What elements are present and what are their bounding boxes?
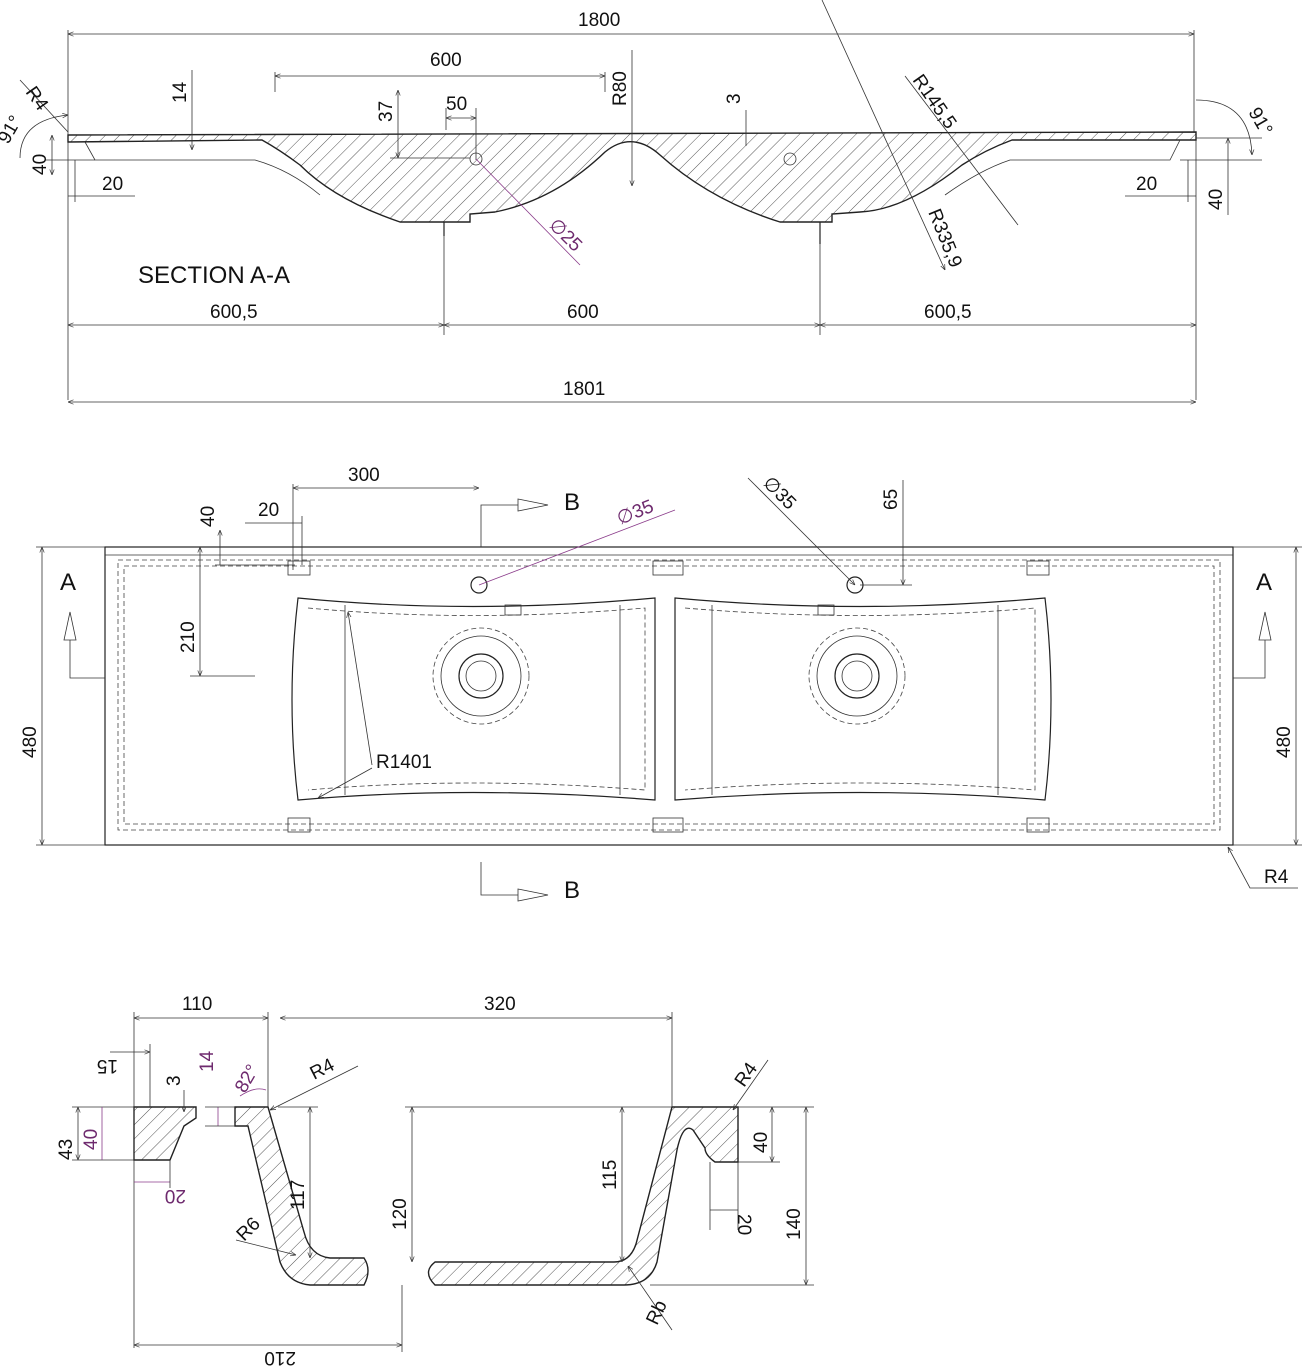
drain-right-outer (808, 627, 906, 725)
countertop-outline (104, 546, 1234, 846)
dim-600-5-right: 600,5 (924, 302, 972, 323)
dim-40-bb-right: 40 (751, 1132, 772, 1153)
dim-43: 43 (56, 1139, 77, 1160)
section-a-a-title: SECTION A-A (138, 262, 290, 289)
dim-82-deg: 82° (231, 1061, 264, 1096)
section-mark-b-bottom: B (564, 877, 580, 904)
dim-480-left: 480 (20, 726, 41, 758)
dim-14-bb: 14 (197, 1050, 218, 1072)
section-mark-b-top: B (564, 489, 580, 516)
dim-20-bb-right: 20 (733, 1214, 754, 1235)
dim-14: 14 (170, 81, 191, 103)
dim-phi-25: ∅25 (544, 215, 585, 256)
dim-15: 15 (97, 1055, 118, 1076)
dim-r335-9: R335,9 (923, 206, 965, 271)
dim-140: 140 (784, 1208, 805, 1240)
drain-left-outer (432, 627, 530, 725)
dim-40-right: 40 (1206, 189, 1227, 210)
dim-20-plan: 20 (258, 500, 279, 521)
dim-phi-35-right: ∅35 (758, 473, 799, 514)
dim-65: 65 (881, 489, 902, 510)
section-b-b-basin (427, 1106, 739, 1286)
dim-480-right: 480 (1274, 726, 1295, 758)
section-a-a-profile (67, 131, 1197, 223)
dim-210-plan: 210 (178, 621, 199, 653)
dim-1801: 1801 (563, 379, 605, 400)
dim-37: 37 (376, 101, 397, 122)
dim-20-bb-left: 20 (165, 1185, 186, 1206)
dim-210-bb: 210 (264, 1347, 296, 1368)
dim-120: 120 (390, 1198, 411, 1230)
section-a-a: 1800 600 R4 91° 40 20 14 37 50 R80 (0, 0, 1276, 402)
basin-right (674, 597, 1052, 801)
dim-40-bb-left: 40 (81, 1129, 102, 1150)
dim-320: 320 (484, 994, 516, 1015)
dim-600-5-left: 600,5 (210, 302, 258, 323)
dim-3-bb: 3 (164, 1075, 185, 1086)
basin-left (291, 597, 656, 801)
dim-1800: 1800 (578, 10, 620, 31)
dim-40-left: 40 (30, 154, 51, 175)
dim-r4-corner: R4 (1264, 867, 1289, 888)
dim-50: 50 (446, 94, 467, 115)
dim-r80: R80 (610, 71, 631, 106)
section-b-b: 110 320 15 3 14 82° R4 43 40 20 (56, 994, 814, 1368)
dim-r4-bb-left: R4 (307, 1055, 339, 1085)
dim-r1401: R1401 (376, 752, 432, 773)
dim-r4-bb-right: R4 (731, 1059, 762, 1091)
dim-300: 300 (348, 465, 380, 486)
dim-110: 110 (182, 994, 212, 1015)
dim-r145-5: R145,5 (908, 71, 960, 133)
section-mark-a-left: A (60, 569, 76, 596)
dim-600-top: 600 (430, 50, 462, 71)
dim-117: 117 (288, 1180, 309, 1210)
section-b-b-left-rim (133, 1106, 197, 1161)
dim-phi-35-left: ∅35 (614, 496, 657, 530)
dim-40-plan: 40 (198, 506, 219, 527)
dim-115: 115 (600, 1160, 621, 1190)
tap-hole-left (470, 576, 488, 594)
plan-view: A A B B 300 40 20 210 480 48 (20, 465, 1302, 904)
dim-600-bottom: 600 (567, 302, 599, 323)
dim-3: 3 (724, 93, 745, 104)
dim-20-right: 20 (1136, 174, 1157, 195)
dim-20-left: 20 (102, 174, 123, 195)
section-mark-a-right: A (1256, 569, 1272, 596)
